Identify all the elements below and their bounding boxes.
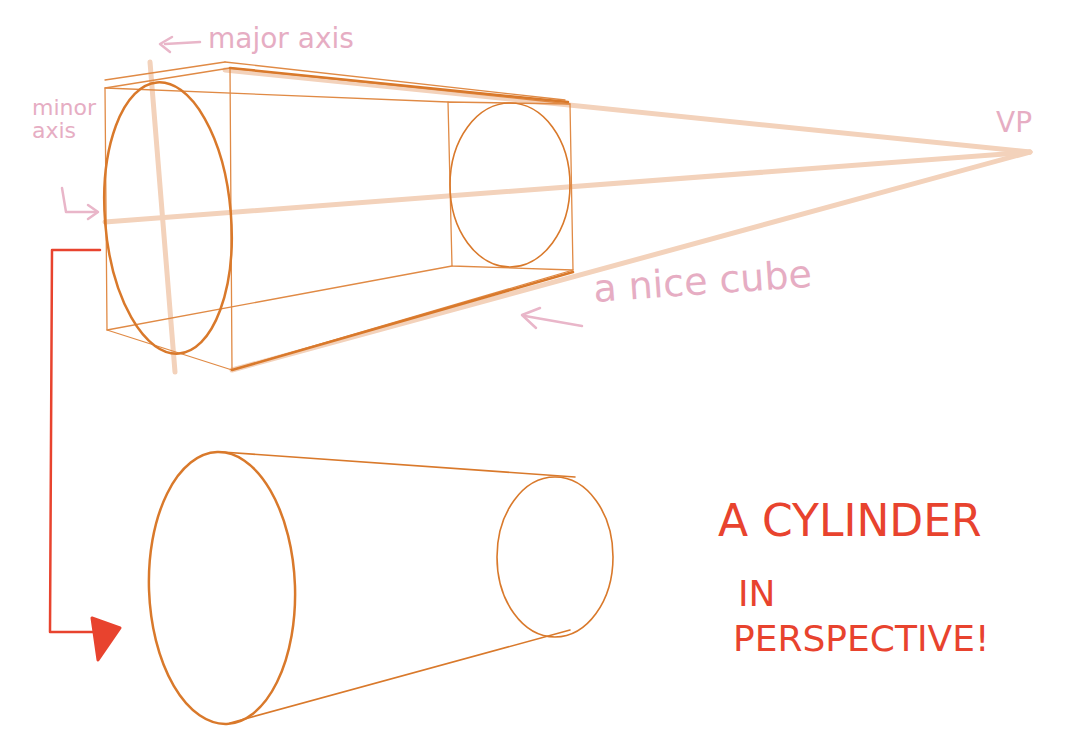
title-line: IN <box>738 575 776 613</box>
title-line: PERSPECTIVE! <box>733 620 989 658</box>
axis-label: minor axis <box>32 96 94 142</box>
axis-label: major axis <box>208 24 354 53</box>
vanishing-point-label: VP <box>996 108 1032 137</box>
title-line: A CYLINDER <box>718 498 982 544</box>
